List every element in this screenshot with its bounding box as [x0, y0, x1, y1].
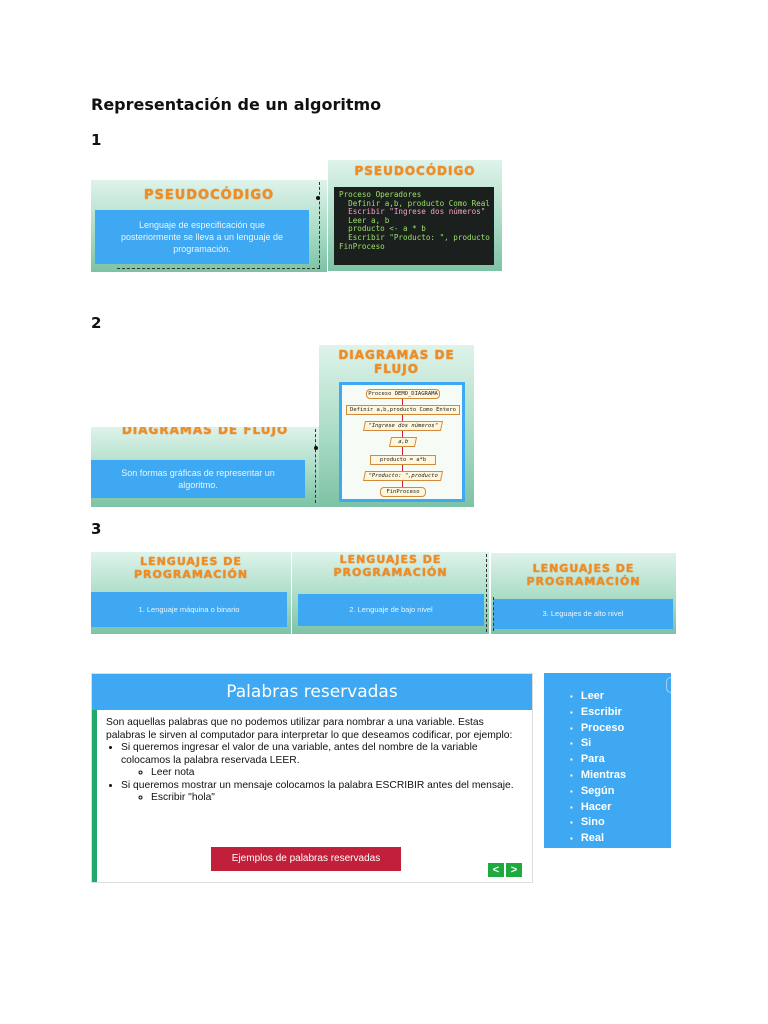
divider-line: [319, 182, 320, 268]
code-line: FinProceso: [339, 241, 385, 251]
code-line: Leer a, b: [339, 215, 390, 225]
bullet-list: Si queremos ingresar el valor de una var…: [106, 742, 526, 805]
divider-line: [493, 597, 494, 631]
keyword-item: Real: [581, 831, 626, 847]
reserved-words-intro: Son aquellas palabras que no podemos uti…: [106, 717, 513, 741]
reserved-words-examples-button[interactable]: Ejemplos de palabras reservadas: [211, 847, 401, 871]
slide-text: Lenguaje de especificación que posterior…: [95, 210, 309, 264]
slide-title-line: FLUJO: [374, 362, 419, 376]
slide-text: 3. Leguajes de alto nivel: [493, 599, 673, 629]
flow-node-input: a,b: [388, 437, 418, 447]
keyword-item: Hacer: [581, 800, 626, 816]
divider-line: [117, 268, 320, 269]
flowchart-slide-left: DIAGRAMAS DE FLUJO Son formas gráficas d…: [91, 427, 319, 507]
reserved-words-body: Son aquellas palabras que no podemos uti…: [106, 717, 526, 805]
reserved-words-card: Palabras reservadas Son aquellas palabra…: [91, 673, 533, 883]
languages-slide-2: LENGUAJES DE PROGRAMACIÓN 2. Lenguaje de…: [292, 552, 489, 634]
bullet-text: Si queremos mostrar un mensaje colocamos…: [121, 779, 514, 791]
keyword-list: Leer Escribir Proceso Si Para Mientras S…: [544, 689, 626, 847]
slide-title: LENGUAJES DE PROGRAMACIÓN: [491, 562, 676, 588]
slide-title-line: PROGRAMACIÓN: [133, 568, 249, 581]
slide-title-line: LENGUAJES DE: [532, 562, 635, 575]
section-number-3: 3: [91, 520, 102, 538]
bullet-text: Si queremos ingresar el valor de una var…: [121, 742, 478, 766]
flowchart-slide-right: DIAGRAMAS DE FLUJO Proceso DEMO_DIAGRAMA…: [319, 345, 474, 507]
flow-node-output: "Producto: ",producto: [362, 471, 444, 481]
connector-dot: [314, 446, 318, 450]
flow-node-end: FinProceso: [380, 487, 426, 497]
keyword-item: Mientras: [581, 768, 626, 784]
flow-node-define: Definir a,b,producto Como Entero: [346, 405, 460, 415]
keyword-item: Según: [581, 784, 626, 800]
connector-dot: [316, 196, 320, 200]
keyword-item: Leer: [581, 689, 626, 705]
bullet-item: Si queremos ingresar el valor de una var…: [121, 742, 526, 780]
slide-text: Son formas gráficas de representar un al…: [91, 460, 305, 498]
slide-title-line: LENGUAJES DE: [339, 553, 442, 566]
keyword-item: Proceso: [581, 721, 626, 737]
languages-slide-1: LENGUAJES DE PROGRAMACIÓN 1. Lenguaje má…: [91, 552, 291, 634]
flowchart-diagram: Proceso DEMO_DIAGRAMA Definir a,b,produc…: [339, 382, 465, 502]
keyword-list-panel: Leer Escribir Proceso Si Para Mientras S…: [544, 673, 671, 848]
slide-text: 2. Lenguaje de bajo nivel: [298, 594, 484, 626]
document-title: Representación de un algoritmo: [91, 95, 382, 114]
prev-arrow-button[interactable]: <: [488, 863, 504, 877]
code-line: producto <- a * b: [339, 224, 426, 234]
divider-line: [486, 554, 487, 632]
pseudocode-slide-left: PSEUDOCÓDIGO Lenguaje de especificación …: [91, 180, 327, 272]
slide-title: LENGUAJES DE PROGRAMACIÓN: [292, 553, 489, 579]
keyword-item: Si: [581, 736, 626, 752]
bullet-item: Si queremos mostrar un mensaje colocamos…: [121, 780, 526, 805]
sub-bullet-item: Escribir "hola": [151, 792, 526, 805]
flow-node-start: Proceso DEMO_DIAGRAMA: [366, 389, 440, 399]
section-number-1: 1: [91, 131, 102, 149]
pseudocode-slide-right: PSEUDOCÓDIGO Proceso Operadores Definir …: [328, 160, 502, 271]
code-line: Definir a,b, producto Como Real: [339, 198, 490, 208]
flow-node-output: "Ingrese dos números": [362, 421, 444, 431]
code-line: Escribir "Ingrese dos números": [339, 207, 486, 217]
slide-title-line: LENGUAJES DE: [140, 555, 242, 568]
slide-title: LENGUAJES DE PROGRAMACIÓN: [91, 555, 291, 581]
keyword-item: Escribir: [581, 705, 626, 721]
languages-slide-3: LENGUAJES DE PROGRAMACIÓN 3. Leguajes de…: [491, 553, 676, 634]
slide-title-line: PROGRAMACIÓN: [526, 575, 641, 588]
code-line: Proceso Operadores: [339, 190, 422, 199]
panel-edge-icon: [666, 677, 671, 693]
sub-bullet-text: Leer nota: [151, 767, 195, 778]
card-accent-bar: [92, 674, 97, 882]
flow-node-process: producto = a*b: [370, 455, 436, 465]
divider-line: [315, 429, 316, 503]
slide-title-line: PROGRAMACIÓN: [333, 566, 448, 579]
slide-title: PSEUDOCÓDIGO: [143, 188, 275, 203]
slide-text: 1. Lenguaje máquina o binario: [91, 592, 287, 627]
keyword-item: Para: [581, 752, 626, 768]
slide-title: PSEUDOCÓDIGO: [354, 164, 476, 178]
slide-title: DIAGRAMAS DE FLUJO: [319, 348, 474, 376]
next-arrow-button[interactable]: >: [506, 863, 522, 877]
slide-title-line: DIAGRAMAS DE: [338, 348, 455, 362]
sub-bullet-item: Leer nota: [151, 767, 526, 780]
sub-bullet-text: Escribir "hola": [151, 792, 215, 803]
reserved-words-heading: Palabras reservadas: [92, 674, 532, 710]
code-line: Escribir "Producto: ", producto: [339, 232, 490, 242]
section-number-2: 2: [91, 314, 102, 332]
slide-title: DIAGRAMAS DE FLUJO: [121, 427, 289, 437]
keyword-item: Sino: [581, 815, 626, 831]
code-block: Proceso Operadores Definir a,b, producto…: [334, 187, 494, 265]
